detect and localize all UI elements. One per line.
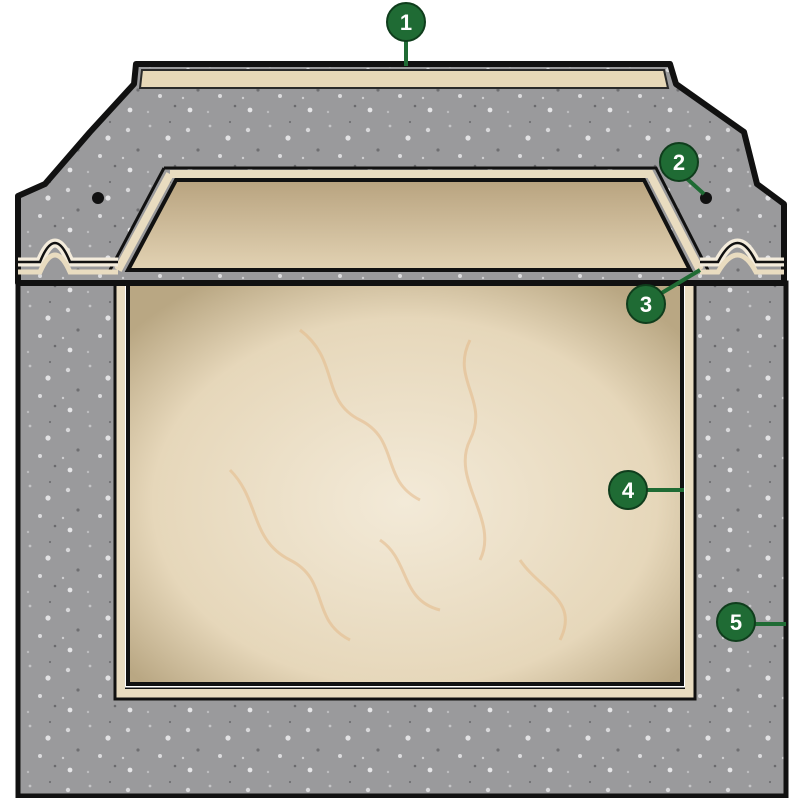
callout-1-label: 1 [400, 10, 412, 35]
lid-interior [128, 180, 690, 270]
top-strip [140, 70, 668, 88]
callout-2-label: 2 [673, 150, 685, 175]
interior-chamber [128, 280, 682, 684]
callout-3-label: 3 [640, 292, 652, 317]
rebar-dot-left [92, 192, 104, 204]
callout-4-label: 4 [622, 478, 635, 503]
callout-5-label: 5 [730, 610, 742, 635]
callout-1: 1 [387, 3, 425, 66]
vault-base [18, 280, 786, 796]
